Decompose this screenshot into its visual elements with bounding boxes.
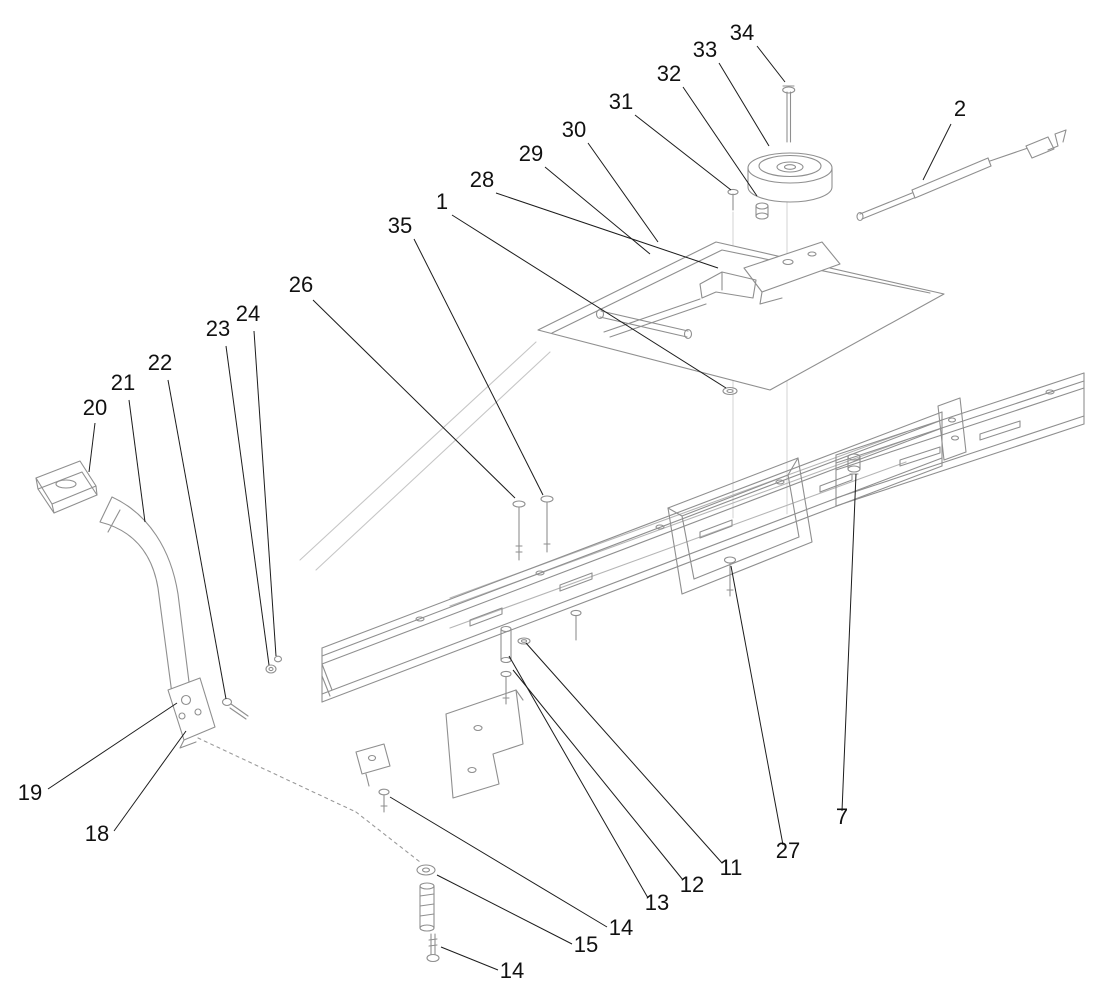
leader-line-34-0 (756, 45, 786, 83)
bolt-12 (500, 670, 512, 705)
leader-line-23-12 (225, 345, 270, 666)
callout-label-23-12: 23 (206, 316, 230, 341)
pulley-bolt (782, 85, 796, 143)
callout-label-30-4: 30 (562, 117, 586, 142)
leader-line-35-8 (413, 238, 544, 496)
callout-label-1-7: 1 (436, 189, 448, 214)
link-rod (595, 308, 693, 340)
leader-line-1-7 (451, 214, 727, 389)
leader-line-24-11 (253, 330, 277, 657)
cable-assembly (856, 129, 1067, 222)
callout-label-24-11: 24 (236, 301, 260, 326)
callout-label-32-2: 32 (657, 61, 681, 86)
callout-label-28-6: 28 (470, 167, 494, 192)
leader-line-26-10 (312, 299, 516, 499)
bolt-27 (723, 556, 737, 597)
bottom-bracket (445, 689, 524, 799)
leader-line-28-6 (495, 192, 719, 269)
leader-line-32-2 (682, 86, 758, 197)
fender-edge-lines (299, 341, 551, 571)
callout-label-35-8: 35 (388, 213, 412, 238)
leader-line-7-25 (841, 473, 857, 812)
leader-line-18-17 (113, 730, 187, 832)
rail-end-bracket (937, 397, 967, 461)
spacer-15 (419, 882, 435, 932)
leader-line-11-23 (525, 642, 723, 864)
leader-line-2-9 (922, 123, 952, 181)
callout-label-14-20: 14 (500, 958, 524, 983)
callout-label-14-18: 14 (609, 915, 633, 940)
leader-line-20-15 (88, 422, 96, 473)
pulley-screw (727, 188, 739, 211)
leader-line-30-4 (587, 142, 659, 243)
cable-bracket (699, 271, 757, 299)
bolt-22 (221, 697, 249, 720)
bolt-14-lower (426, 933, 440, 963)
upper-mounting-plate (537, 241, 945, 391)
frame-rail-right (835, 372, 1085, 507)
callout-label-27-24: 27 (776, 838, 800, 863)
leader-line-14-20 (440, 946, 499, 971)
callout-label-7-25: 7 (836, 804, 848, 829)
leader-line-22-13 (167, 379, 227, 700)
stud-fitting (847, 453, 861, 475)
callout-label-26-10: 26 (289, 272, 313, 297)
callout-label-33-1: 33 (693, 37, 717, 62)
leader-line-12-22 (512, 669, 684, 881)
leader-line-33-1 (718, 62, 770, 147)
callout-label-18-17: 18 (85, 821, 109, 846)
callout-label-34-0: 34 (730, 20, 754, 45)
pulley-mounting-bracket (743, 241, 841, 305)
callout-label-15-19: 15 (574, 932, 598, 957)
leader-line-19-16 (47, 702, 178, 790)
callout-label-12-22: 12 (680, 872, 704, 897)
leader-line-13-21 (508, 655, 649, 899)
pedal-pad (35, 460, 98, 514)
frame-rail-middle (449, 431, 907, 629)
callout-label-22-13: 22 (148, 350, 172, 375)
linkage-rod-dashed (197, 737, 421, 863)
callout-label-2-9: 2 (954, 96, 966, 121)
idler-pulley (747, 152, 833, 203)
drawing-layer (35, 85, 1085, 963)
leader-line-29-5 (544, 166, 651, 255)
washer-23 (265, 664, 277, 674)
callout-label-13-21: 13 (645, 890, 669, 915)
cross-member (667, 457, 813, 595)
lower-washer (416, 864, 436, 876)
leader-line-21-14 (128, 399, 146, 523)
callout-label-21-14: 21 (111, 370, 135, 395)
carriage-bolt-35 (540, 495, 554, 553)
callout-label-19-16: 19 (18, 780, 42, 805)
carriage-bolt-26 (512, 500, 526, 561)
callout-label-29-5: 29 (519, 141, 543, 166)
clevis-bracket (355, 743, 391, 787)
leader-line-14-18 (389, 796, 608, 928)
pedal-arm (99, 496, 191, 695)
pulley-spacer (755, 202, 769, 220)
washer-11 (517, 637, 531, 645)
small-center-bolt (570, 609, 582, 641)
callout-label-20-15: 20 (83, 395, 107, 420)
leader-line-31-3 (634, 114, 732, 191)
flange-nut (722, 386, 738, 396)
leader-line-27-24 (730, 565, 784, 846)
leader-line-15-19 (436, 874, 573, 945)
callout-label-31-3: 31 (609, 89, 633, 114)
bolt-14-upper (378, 788, 390, 813)
callout-label-11-23: 11 (720, 855, 743, 880)
pedal-bracket (167, 677, 216, 749)
washer-24 (273, 655, 283, 663)
